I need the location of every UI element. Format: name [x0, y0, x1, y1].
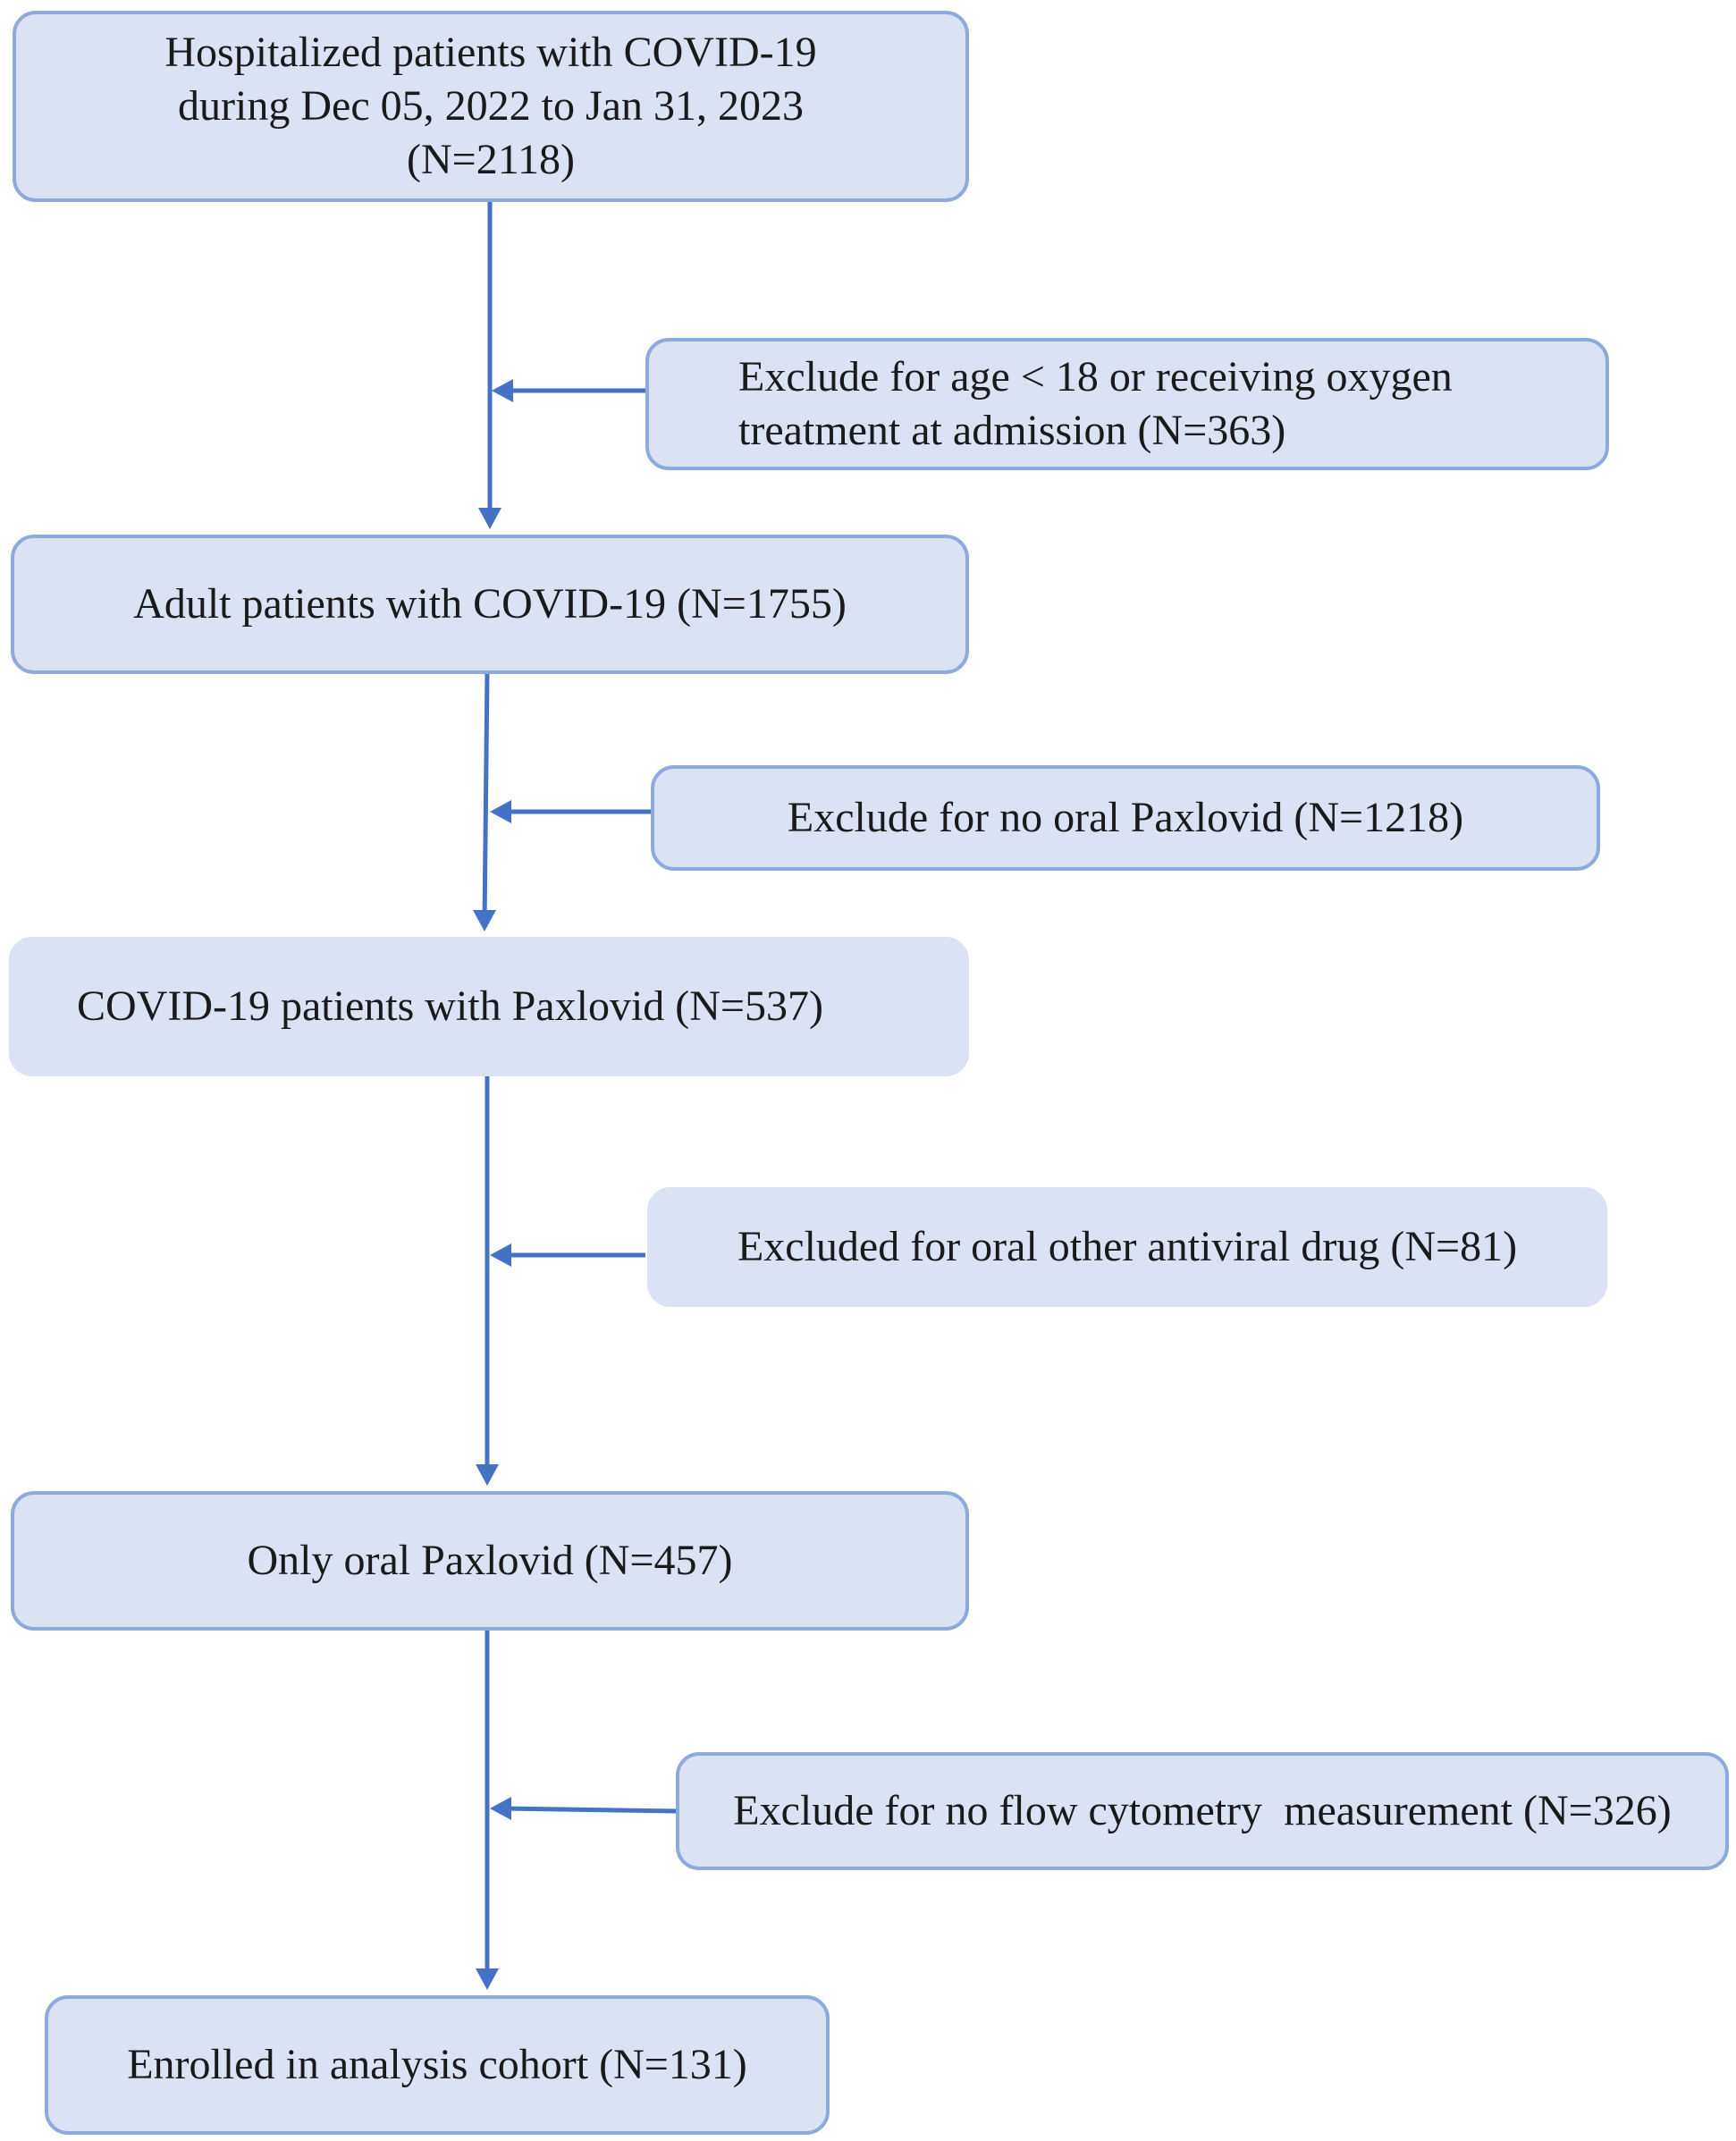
arrowhead-exclude-age [492, 379, 513, 402]
arrowhead-adult [478, 508, 501, 529]
box-exclude-other-antiviral: Excluded for oral other antiviral drug (… [647, 1187, 1607, 1307]
arrowhead-only-paxlovid [476, 1464, 499, 1486]
box-patients-with-paxlovid: COVID-19 patients with Paxlovid (N=537) [9, 937, 969, 1076]
arrowhead-exclude-paxlovid [490, 800, 511, 823]
exclude-no-flow-cytometry-text: Exclude for no flow cytometry measuremen… [733, 1787, 1672, 1834]
box-exclude-no-paxlovid: Exclude for no oral Paxlovid (N=1218) [651, 765, 1600, 871]
box-hospitalized-patients: Hospitalized patients with COVID-19 duri… [13, 11, 969, 202]
exclude-age-line2: treatment at admission (N=363) [738, 407, 1286, 454]
box-adult-patients: Adult patients with COVID-19 (N=1755) [11, 535, 969, 674]
arrowhead-exclude-flow [490, 1797, 511, 1820]
arrowhead-enrolled [476, 1968, 499, 1990]
adult-patients-text: Adult patients with COVID-19 (N=1755) [133, 580, 847, 628]
only-oral-paxlovid-text: Only oral Paxlovid (N=457) [247, 1537, 733, 1584]
arrowhead-exclude-antiviral [490, 1243, 511, 1267]
box-exclude-no-flow-cytometry: Exclude for no flow cytometry measuremen… [676, 1752, 1729, 1870]
exclude-no-paxlovid-text: Exclude for no oral Paxlovid (N=1218) [787, 794, 1464, 841]
exclude-age-line1: Exclude for age < 18 or receiving oxygen [738, 353, 1453, 400]
exclude-other-antiviral-text: Excluded for oral other antiviral drug (… [737, 1223, 1518, 1270]
box-exclude-age-oxygen: Exclude for age < 18 or receiving oxygen… [645, 338, 1609, 470]
arrowhead-with-paxlovid [473, 910, 496, 931]
hospitalized-line3: (N=2118) [407, 136, 575, 183]
arrow-adult-to-with-paxlovid [482, 673, 490, 925]
hospitalized-line1: Hospitalized patients with COVID-19 [164, 29, 817, 76]
patients-with-paxlovid-text: COVID-19 patients with Paxlovid (N=537) [77, 982, 823, 1030]
arrow-exclude-flow [502, 1806, 677, 1814]
enrolled-cohort-text: Enrolled in analysis cohort (N=131) [127, 2041, 747, 2088]
hospitalized-line2: during Dec 05, 2022 to Jan 31, 2023 [178, 82, 804, 130]
box-only-oral-paxlovid: Only oral Paxlovid (N=457) [11, 1491, 969, 1631]
box-enrolled-cohort: Enrolled in analysis cohort (N=131) [45, 1995, 830, 2135]
